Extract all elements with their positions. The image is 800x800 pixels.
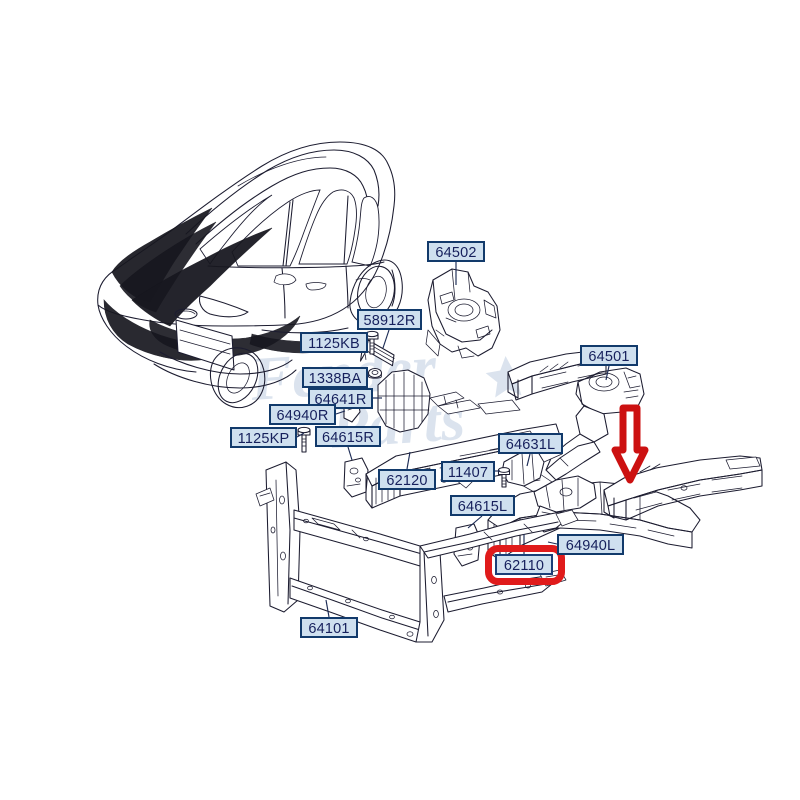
part-right-side-rail (603, 455, 763, 521)
part-64615R-plate (343, 457, 369, 498)
part-label-64502[interactable]: 64502 (427, 241, 485, 262)
star-icon (485, 356, 528, 398)
part-label-64501[interactable]: 64501 (580, 345, 638, 366)
front-wheel (210, 347, 266, 408)
part-label-64940L[interactable]: 64940L (557, 534, 624, 555)
part-label-1125KP[interactable]: 1125KP (230, 427, 297, 448)
part-label-64101[interactable]: 64101 (300, 617, 358, 638)
part-label-64615L[interactable]: 64615L (450, 495, 515, 516)
highlight-ring-62110 (485, 545, 565, 585)
part-label-62110[interactable]: 62110 (495, 554, 553, 575)
part-label-1338BA[interactable]: 1338BA (302, 367, 368, 388)
part-1125KP-bolt (297, 426, 311, 453)
part-64641R (377, 369, 521, 433)
part-label-62120[interactable]: 62120 (378, 469, 436, 490)
part-label-64631L[interactable]: 64631L (498, 433, 563, 454)
part-label-1125KB[interactable]: 1125KB (300, 332, 368, 353)
vehicle-illustration (97, 141, 403, 408)
part-label-11407[interactable]: 11407 (441, 461, 495, 482)
part-64501-apron-member (519, 367, 645, 493)
red-down-arrow (611, 404, 649, 484)
part-label-64615R[interactable]: 64615R (315, 426, 381, 447)
part-label-64940R[interactable]: 64940R (269, 404, 336, 425)
part-11407-bolt (497, 467, 511, 488)
part-label-58912R[interactable]: 58912R (357, 309, 422, 330)
part-64502-apron (425, 268, 501, 359)
part-1125KB-bolt (365, 330, 379, 355)
part-64101-radiator-support (255, 461, 579, 643)
part-1338BA-nut (367, 367, 383, 379)
